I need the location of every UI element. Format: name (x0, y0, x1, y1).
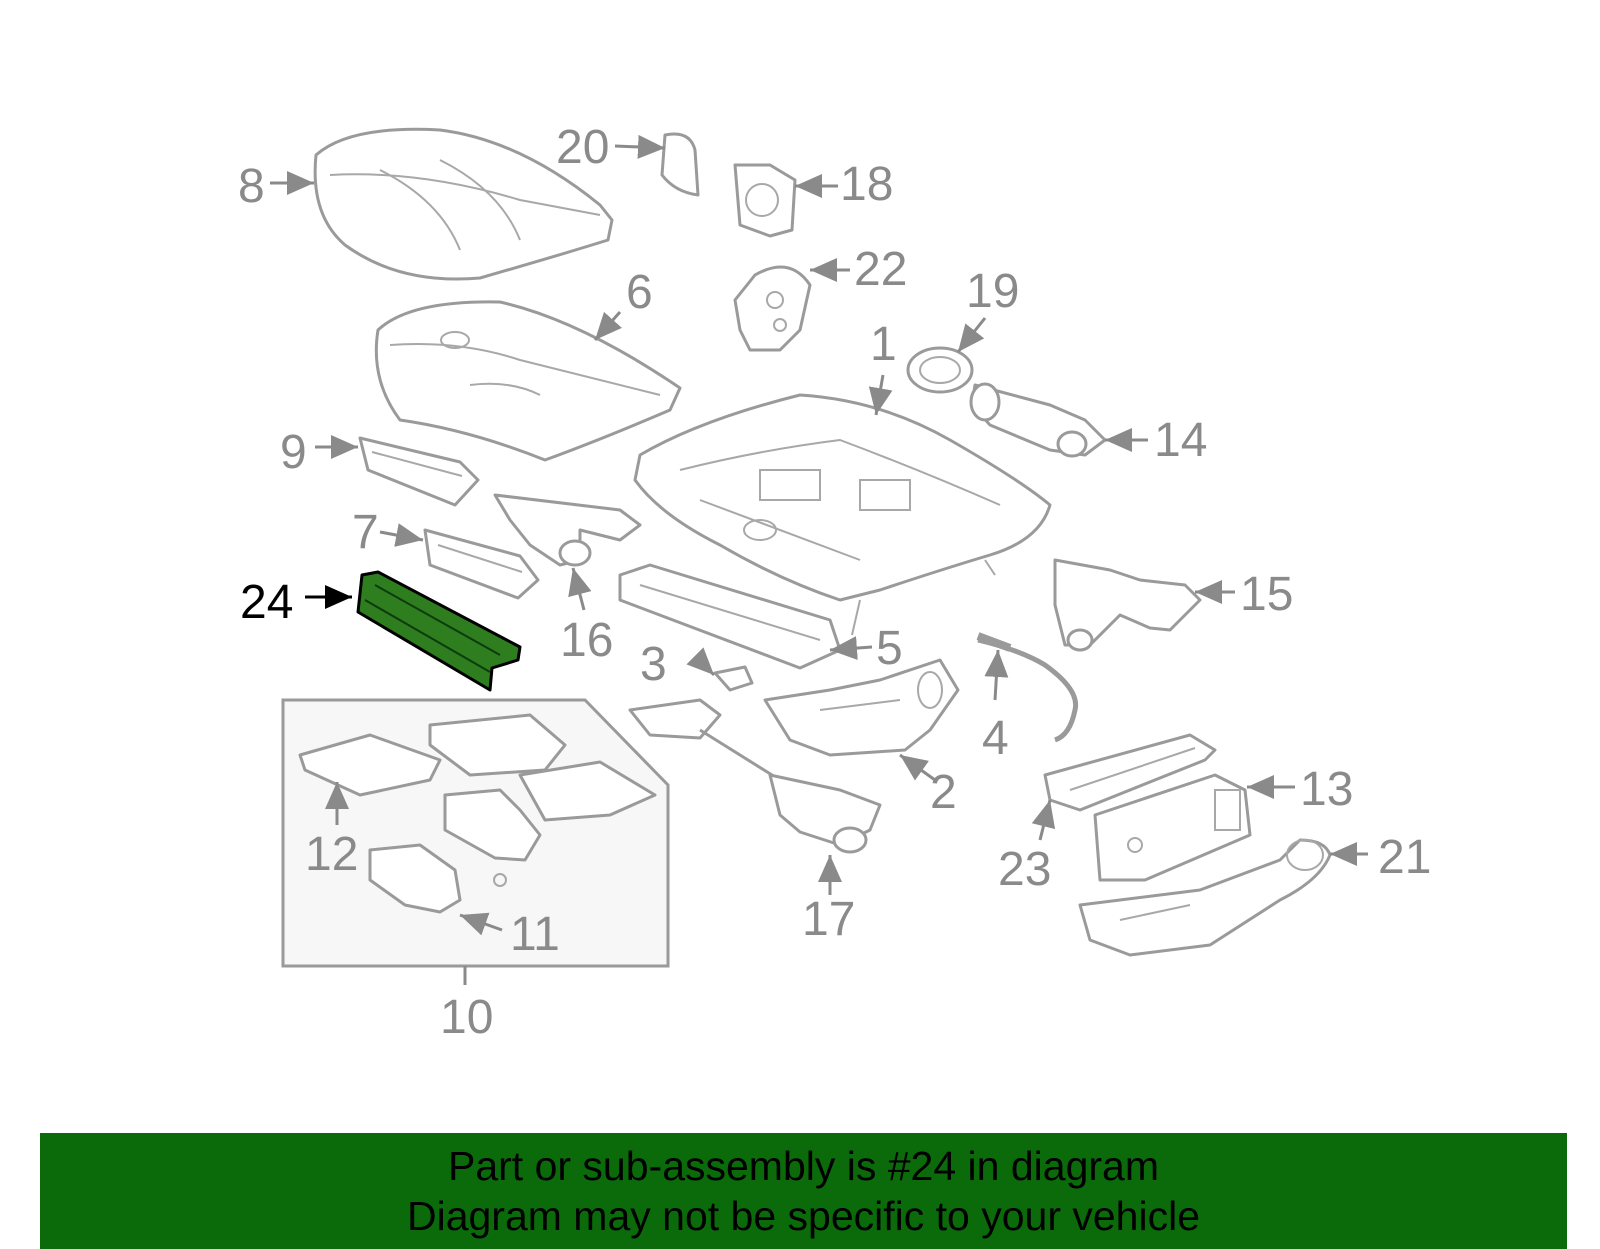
part-16-adjuster[interactable] (493, 493, 642, 567)
part-18-cover[interactable] (733, 163, 797, 238)
part-6-seat-cushion[interactable] (374, 300, 682, 462)
callout-15: 15 (1240, 568, 1293, 621)
callout-18: 18 (840, 158, 893, 211)
part-11-motor[interactable] (443, 788, 542, 862)
callout-21: 21 (1378, 831, 1431, 884)
callout-23: 23 (998, 843, 1051, 896)
part-20-cap[interactable] (660, 132, 700, 197)
callout-14: 14 (1154, 414, 1207, 467)
part-21-side-trim[interactable] (1078, 838, 1332, 957)
callout-16: 16 (560, 614, 613, 667)
callout-4: 4 (982, 712, 1009, 765)
part-15-motor[interactable] (1053, 558, 1202, 652)
callout-3: 3 (640, 638, 667, 691)
part-7-trim-piece[interactable] (423, 528, 540, 600)
part-1-seat-frame[interactable] (633, 393, 1052, 636)
part-3-clip[interactable] (713, 665, 754, 692)
callout-8: 8 (238, 160, 265, 213)
callout-24: 24 (240, 576, 293, 629)
part-4-cable[interactable] (976, 632, 1079, 743)
callout-2: 2 (930, 766, 957, 819)
part-9-trim-piece[interactable] (358, 436, 480, 507)
callout-11: 11 (510, 908, 560, 961)
callout-13: 13 (1300, 763, 1353, 816)
part-24-highlighted[interactable] (356, 570, 522, 692)
part-22-bracket[interactable] (733, 265, 812, 352)
part-19-ring[interactable] (906, 346, 974, 394)
part-8-seat-cover[interactable] (313, 127, 614, 281)
callout-20: 20 (556, 121, 609, 174)
callout-5: 5 (876, 622, 903, 675)
callout-10: 10 (440, 991, 493, 1044)
part-17-adjuster-assembly[interactable] (628, 698, 882, 854)
part-14-motor[interactable] (969, 382, 1107, 458)
callout-12: 12 (305, 828, 358, 881)
banner-line-2: Diagram may not be specific to your vehi… (406, 1193, 1200, 1239)
info-banner: Part or sub-assembly is #24 in diagram D… (40, 1133, 1567, 1249)
callout-19: 19 (966, 265, 1019, 318)
part-2-bracket[interactable] (763, 658, 960, 757)
part-12-bracket[interactable] (298, 733, 442, 797)
callout-17: 17 (802, 893, 855, 946)
part-13-switch[interactable] (1093, 773, 1252, 882)
seat-parts-diagram: 8 20 18 22 6 19 1 14 9 7 24 16 15 5 3 4 … (238, 121, 1431, 1044)
callout-6: 6 (626, 266, 653, 319)
banner-line-1: Part or sub-assembly is #24 in diagram (448, 1143, 1159, 1189)
callout-9: 9 (280, 426, 307, 479)
callout-1: 1 (870, 318, 897, 371)
callout-7: 7 (352, 506, 379, 559)
part-10-subassembly-box[interactable] (281, 698, 670, 985)
callout-22: 22 (854, 243, 907, 296)
